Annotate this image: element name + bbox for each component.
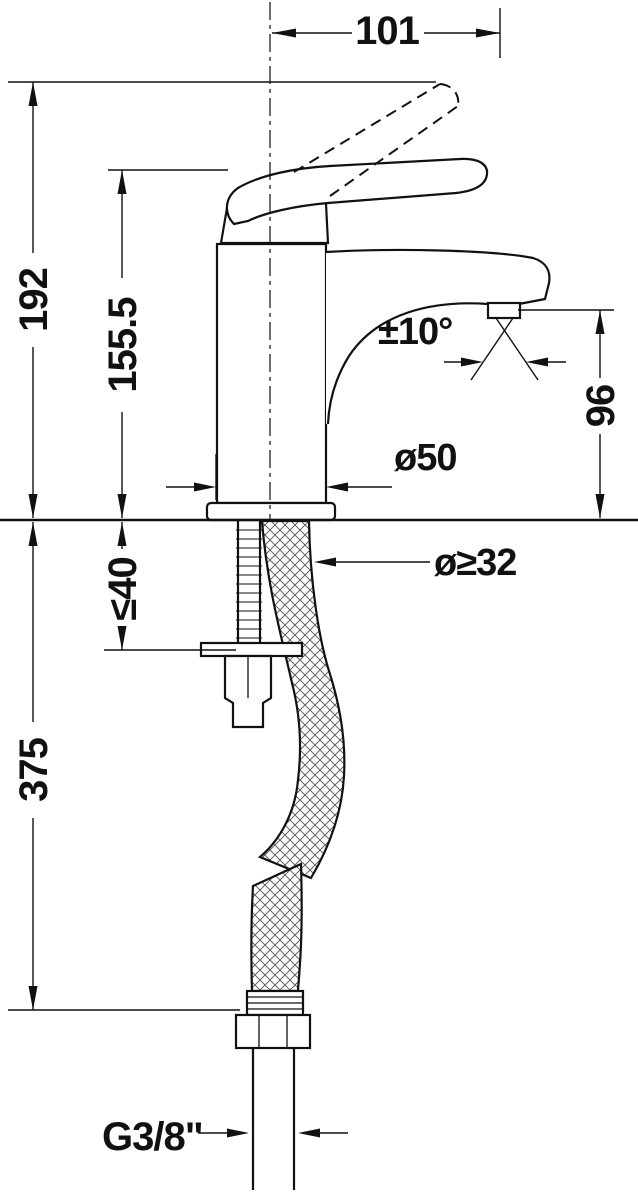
dimension-outlet-height: 96 <box>518 309 623 518</box>
dimension-base-diameter: ø50 <box>166 437 457 500</box>
aerator <box>486 301 522 320</box>
dimension-hose-length: 375 <box>8 522 240 1011</box>
dim-192: 192 <box>12 268 56 332</box>
dim-96: 96 <box>579 385 623 428</box>
supply-hose-lower <box>250 862 303 993</box>
dim-angle: ±10° <box>378 311 452 353</box>
spout <box>325 248 551 425</box>
dim-o32: ø≥32 <box>434 542 516 584</box>
connector-hex-nut <box>234 1013 312 1050</box>
dim-o50: ø50 <box>394 437 456 479</box>
lever-handle <box>225 157 489 226</box>
dimension-spray-angle: ±10° <box>378 311 566 381</box>
dimension-deck-thickness: ≤40 <box>101 522 236 651</box>
dim-thread: G3/8" <box>102 1115 203 1159</box>
lever-raised-dashed <box>293 83 460 197</box>
dimension-hole-diameter: ø≥32 <box>314 542 517 584</box>
supply-hose-upper <box>257 519 346 880</box>
dimension-body-height: 155.5 <box>101 169 228 518</box>
dim-101: 101 <box>355 9 419 53</box>
dimension-thread: G3/8" <box>102 1115 348 1159</box>
base-ring <box>205 501 337 522</box>
dimension-reach: 101 <box>272 8 501 58</box>
dimension-overall-height: 192 <box>8 81 436 518</box>
dim-40: ≤40 <box>101 557 145 620</box>
dim-155-5: 155.5 <box>101 297 145 393</box>
faucet-body <box>215 242 328 505</box>
fixing-stud <box>236 521 262 643</box>
hose-fitting <box>234 989 312 1190</box>
dim-375: 375 <box>12 737 56 801</box>
spout-fill <box>326 250 550 424</box>
